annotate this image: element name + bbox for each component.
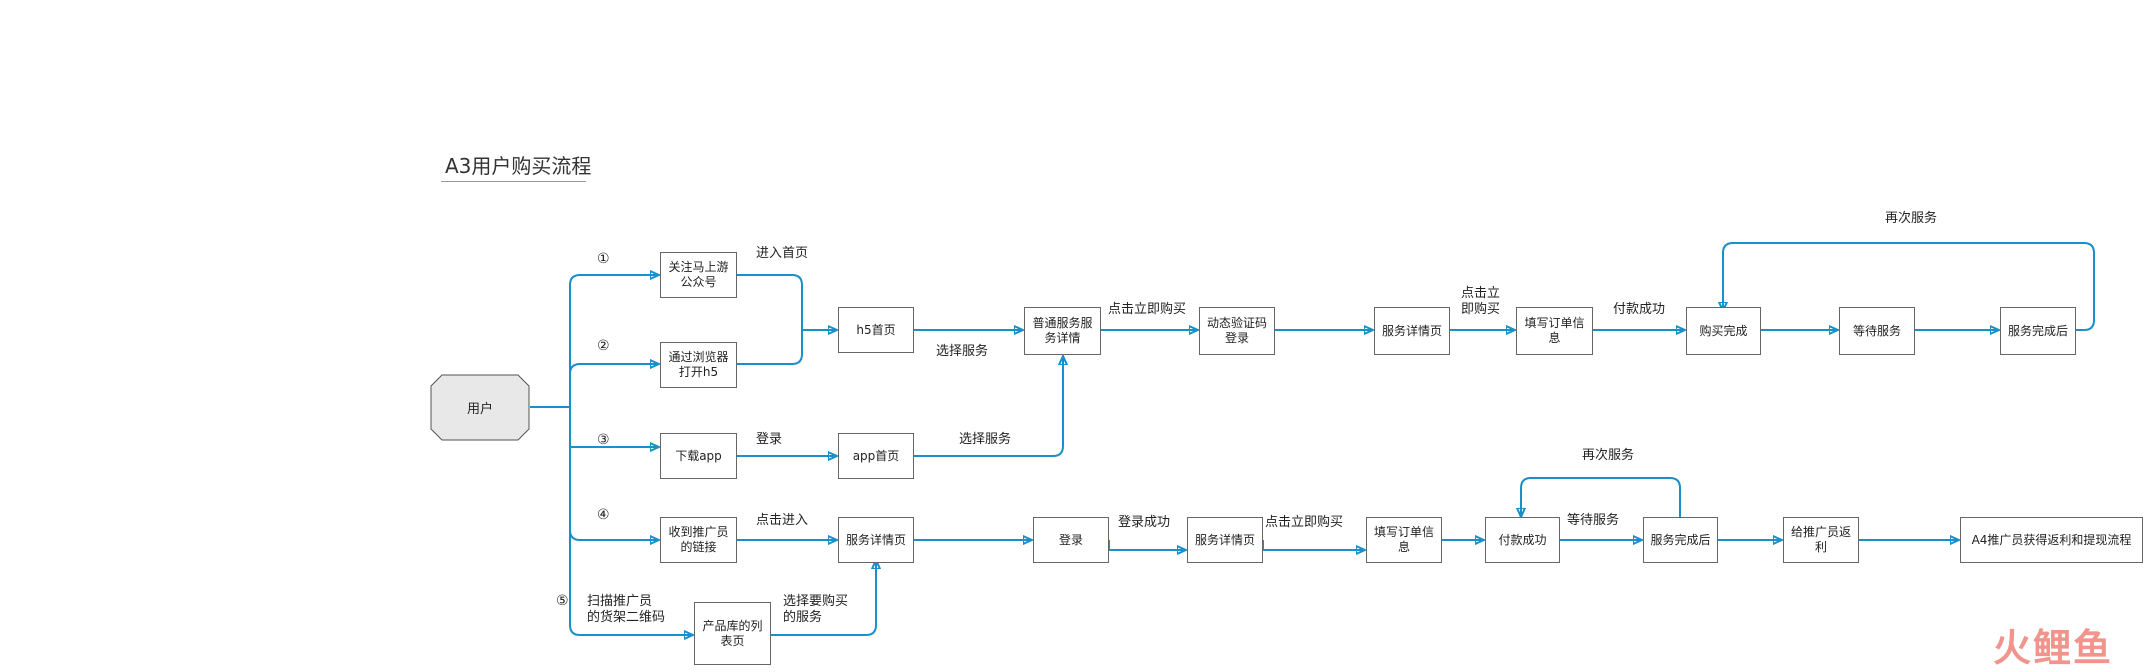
label-login-app: 登录	[756, 432, 783, 447]
node-service-detail-mid: 服务详情页	[838, 517, 914, 563]
edge-again-top	[1723, 242, 2095, 331]
node-pay-success: 付款成功	[1485, 517, 1560, 563]
edge-to-product-list	[569, 407, 692, 635]
edge-productlist-detail	[771, 561, 876, 636]
edge-to-promoter	[569, 407, 658, 540]
node-h5-home: h5首页	[838, 307, 914, 353]
node-wait-service-top: 等待服务	[1839, 307, 1915, 355]
node-service-done-low: 服务完成后	[1643, 517, 1718, 563]
label-again-top: 再次服务	[1885, 211, 1938, 226]
node-normal-service-detail: 普通服务服 务详情	[1024, 307, 1101, 355]
node-follow-account: 关注马上游 公众号	[660, 252, 737, 298]
user-node: 用户	[430, 374, 530, 441]
label-choose-service-app: 选择服务	[959, 432, 1012, 447]
label-pay-success-top: 付款成功	[1613, 302, 1666, 317]
label-buy-now-stacked: 点击立 即购买	[1461, 286, 1501, 317]
label-buy-now-top: 点击立即购买	[1108, 302, 1187, 317]
label-click-enter: 点击进入	[756, 513, 809, 528]
label-choose-service-h5: 选择服务	[936, 344, 989, 359]
label-choose-buy-service: 选择要购买 的服务	[783, 594, 849, 625]
edge-follow-h5	[737, 274, 836, 330]
node-fill-order-low: 填写订单信 息	[1366, 517, 1442, 563]
node-service-done-top: 服务完成后	[2000, 307, 2076, 355]
node-rebate-promoter: 给推广员返 利	[1783, 517, 1859, 563]
title-underline	[441, 181, 586, 182]
node-open-browser: 通过浏览器 打开h5	[660, 342, 737, 388]
branch-number-3: ③	[597, 432, 610, 448]
branch-number-2: ②	[597, 338, 610, 354]
node-service-detail-top: 服务详情页	[1374, 307, 1450, 355]
edge-to-browser	[569, 364, 658, 407]
label-enter-home: 进入首页	[756, 246, 809, 261]
edge-again-low	[1521, 477, 1681, 520]
node-service-detail-low: 服务详情页	[1187, 517, 1263, 563]
node-a4-flow: A4推广员获得返利和提现流程	[1960, 517, 2143, 563]
node-fill-order-top: 填写订单信 息	[1516, 307, 1593, 355]
watermark-logo: 火鲤鱼	[1993, 626, 2114, 670]
edge-to-app	[569, 407, 658, 447]
label-login-success: 登录成功	[1118, 515, 1171, 530]
diagram-title: A3用户购买流程	[445, 154, 592, 178]
user-label: 用户	[466, 402, 493, 417]
edge-browser-h5	[737, 330, 803, 365]
branch-number-1: ①	[597, 251, 610, 267]
edge-login-detail2	[1108, 540, 1185, 550]
node-download-app: 下载app	[660, 433, 737, 479]
node-purchase-complete: 购买完成	[1686, 307, 1761, 355]
user-octagon-shape	[430, 374, 530, 441]
branch-number-4: ④	[597, 507, 610, 523]
label-wait-service-low: 等待服务	[1567, 513, 1620, 528]
node-sms-login: 动态验证码 登录	[1199, 307, 1275, 355]
label-buy-now-low: 点击立即购买	[1265, 515, 1344, 530]
node-login: 登录	[1033, 517, 1109, 563]
label-again-low: 再次服务	[1582, 448, 1635, 463]
branch-number-5: ⑤	[556, 593, 569, 609]
edge-to-follow	[569, 275, 658, 407]
edge-detail2-order	[1262, 540, 1364, 550]
node-promoter-link: 收到推广员 的链接	[660, 517, 737, 563]
label-scan-qr: 扫描推广员 的货架二维码	[587, 594, 666, 625]
node-app-home: app首页	[838, 433, 914, 479]
node-product-list: 产品库的列 表页	[694, 602, 771, 665]
edge-apphome-detail	[914, 357, 1063, 457]
